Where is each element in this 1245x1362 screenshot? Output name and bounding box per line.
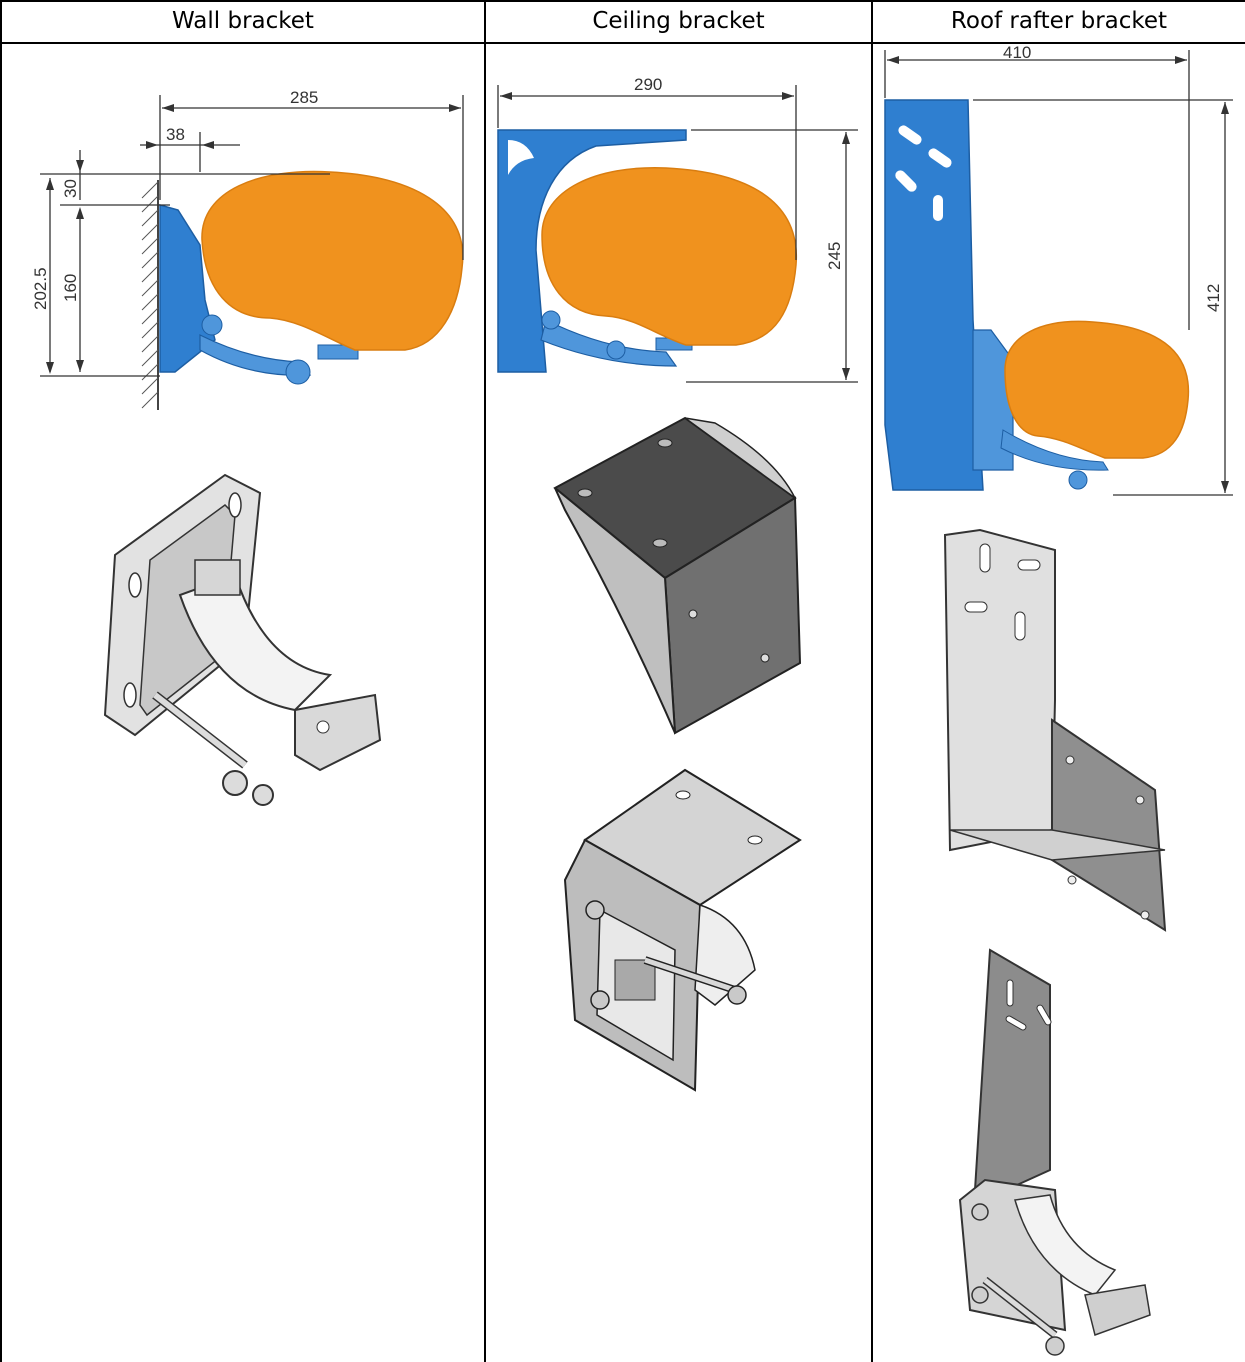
wall-bracket-isometric-view — [103, 473, 382, 806]
table-left-border — [0, 0, 2, 1362]
roof-rafter-bracket-isometric-plate — [943, 528, 1167, 932]
wall-top-dimension: 30 — [61, 179, 80, 198]
roof-height-dimension: 412 — [1204, 284, 1223, 312]
roof-rafter-bracket-dimension-drawing: 410 412 — [884, 43, 1233, 496]
wall-total-dimension: 202.5 — [31, 267, 50, 310]
ceiling-bracket-isometric-view-assembled — [563, 768, 802, 1092]
ceiling-width-dimension: 290 — [634, 75, 662, 94]
wall-bracket-dimension-drawing: 285 38 30 160 202.5 — [31, 88, 464, 410]
roof-width-dimension: 410 — [1003, 43, 1031, 62]
ceiling-bracket-isometric-view-top — [553, 416, 802, 735]
header-bottom-border — [0, 42, 1245, 44]
column-divider-1 — [484, 0, 486, 1362]
column-header-roof-rafter-bracket: Roof rafter bracket — [950, 8, 1168, 34]
table-top-border — [0, 0, 1245, 2]
wall-offset-dimension: 38 — [166, 125, 185, 144]
column-divider-2 — [871, 0, 873, 1362]
ceiling-bracket-dimension-drawing: 290 245 — [497, 75, 858, 383]
wall-height-dimension: 160 — [61, 274, 80, 302]
column-header-ceiling-bracket: Ceiling bracket — [592, 8, 765, 34]
ceiling-height-dimension: 245 — [825, 242, 844, 270]
wall-width-dimension: 285 — [290, 88, 318, 107]
roof-rafter-bracket-isometric-assembled — [958, 948, 1151, 1356]
column-header-wall-bracket: Wall bracket — [172, 8, 314, 34]
